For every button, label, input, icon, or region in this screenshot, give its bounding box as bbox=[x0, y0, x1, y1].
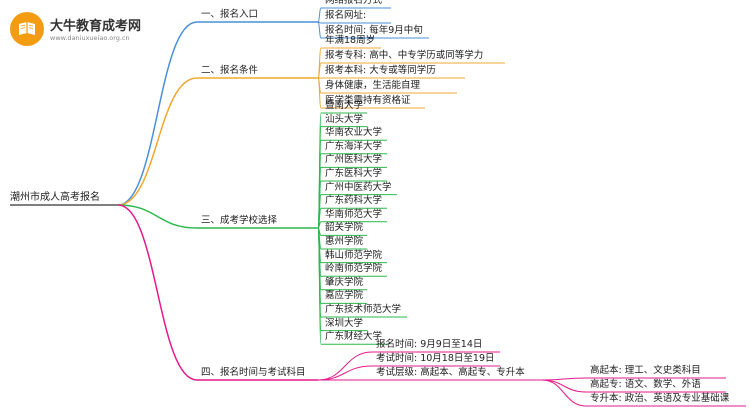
child-node-1-1[interactable]: 网络报名方式 bbox=[325, 0, 383, 6]
child-node-2-4[interactable]: 身体健康，生活能自理 bbox=[325, 80, 421, 91]
child-node-4-1[interactable]: 报名时间: 9月9日至14日 bbox=[376, 339, 483, 350]
child-node-3-4[interactable]: 广东海洋大学 bbox=[325, 140, 383, 152]
child-connector-2-5 bbox=[317, 77, 322, 109]
grandchild-node-1[interactable]: 高起本: 理工、文史类科目 bbox=[590, 365, 701, 376]
logo-url: www.daniuxueiao.org.cn bbox=[50, 34, 130, 42]
child-node-3-13[interactable]: 岭南师范学院 bbox=[325, 263, 383, 275]
child-node-2-5[interactable]: 医学类需持有资格证 bbox=[325, 95, 411, 106]
child-node-3-5[interactable]: 广州医科大学 bbox=[325, 154, 383, 166]
child-node-3-17[interactable]: 深圳大学 bbox=[325, 317, 364, 329]
child-node-3-12[interactable]: 韩山师范学院 bbox=[325, 249, 383, 261]
branch-node-4[interactable]: 四、报名时间与考试科目 bbox=[201, 367, 306, 378]
grandchild-connector-2 bbox=[541, 379, 587, 393]
child-connector-3-18 bbox=[317, 227, 322, 345]
logo-name: 大牛教育成考网 bbox=[50, 19, 142, 34]
child-node-3-14[interactable]: 肇庆学院 bbox=[325, 276, 364, 288]
branch-connector-3 bbox=[117, 204, 198, 229]
child-node-3-11[interactable]: 惠州学院 bbox=[325, 236, 364, 247]
child-node-4-2[interactable]: 考试时间: 10月18日至19日 bbox=[376, 353, 495, 364]
child-node-2-2[interactable]: 报考专科: 高中、中专学历或同等学力 bbox=[325, 50, 484, 61]
child-node-4-3[interactable]: 考试层级: 高起本、高起专、专升本 bbox=[376, 367, 525, 378]
book-icon bbox=[19, 22, 35, 35]
branch-connector-4 bbox=[117, 204, 198, 381]
child-node-3-15[interactable]: 嘉应学院 bbox=[325, 290, 364, 302]
child-node-3-16[interactable]: 广东技术师范大学 bbox=[325, 304, 402, 315]
child-node-3-7[interactable]: 广州中医药大学 bbox=[325, 181, 392, 193]
grandchild-connector-1 bbox=[541, 377, 587, 381]
child-node-2-1[interactable]: 年满18周岁 bbox=[325, 35, 376, 46]
child-node-1-2[interactable]: 报名网址: bbox=[325, 10, 367, 21]
root-node[interactable]: 潮州市成人高考报名 bbox=[10, 192, 100, 203]
child-node-2-3[interactable]: 报考本科: 大专或等同学历 bbox=[325, 65, 436, 76]
branch-node-1[interactable]: 一、报名入口 bbox=[201, 9, 259, 20]
child-node-3-9[interactable]: 华南师范大学 bbox=[325, 208, 383, 220]
grandchild-node-3[interactable]: 专升本: 政治、英语及专业基础课 bbox=[590, 393, 730, 404]
child-connector-1-3 bbox=[317, 21, 322, 39]
child-node-3-3[interactable]: 华南农业大学 bbox=[325, 127, 383, 139]
grandchild-connector-3 bbox=[541, 379, 587, 407]
child-node-3-6[interactable]: 广东医科大学 bbox=[325, 168, 383, 179]
child-connector-1-1 bbox=[317, 7, 322, 23]
child-node-3-2[interactable]: 汕头大学 bbox=[325, 113, 364, 125]
child-node-3-1[interactable]: 暨南大学 bbox=[325, 100, 364, 111]
child-node-1-3[interactable]: 报名时间: 每年9月中旬 bbox=[325, 25, 423, 36]
branch-node-3[interactable]: 三、成考学校选择 bbox=[201, 215, 278, 226]
site-logo[interactable]: 大牛教育成考网 www.daniuxueiao.org.cn bbox=[10, 12, 150, 48]
child-node-3-18[interactable]: 广东财经大学 bbox=[325, 331, 383, 343]
child-node-3-8[interactable]: 广东药科大学 bbox=[325, 195, 383, 207]
branch-connector-2 bbox=[117, 77, 198, 206]
branch-connector-1 bbox=[117, 21, 198, 206]
grandchild-node-2[interactable]: 高起专: 语文、数学、外语 bbox=[590, 379, 701, 390]
child-connector-4-2 bbox=[317, 365, 373, 381]
logo-badge bbox=[10, 12, 44, 46]
branch-node-2[interactable]: 二、报名条件 bbox=[201, 65, 259, 76]
child-node-3-10[interactable]: 韶关学院 bbox=[325, 222, 364, 234]
